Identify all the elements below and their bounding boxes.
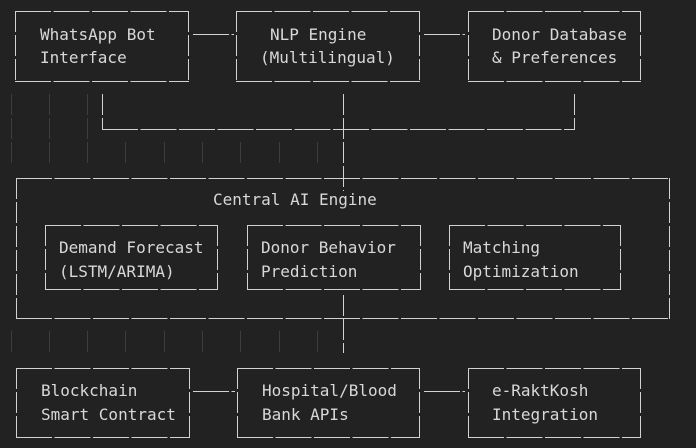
connector-merge-horizontal — [102, 129, 575, 130]
dim-tick — [125, 331, 126, 352]
dim-tick — [202, 142, 203, 163]
dim-tick — [87, 94, 88, 164]
module-label: Optimization — [463, 262, 579, 281]
dim-tick — [279, 142, 280, 163]
dim-tick — [317, 142, 318, 163]
module-donor-behavior: Donor Behavior Prediction — [247, 225, 421, 290]
node-label: Blockchain — [41, 381, 138, 400]
node-label: WhatsApp Bot — [40, 25, 156, 44]
node-label: e-RaktKosh — [492, 381, 589, 400]
node-label: Hospital/Blood — [262, 381, 397, 400]
node-label: Smart Contract — [41, 405, 176, 424]
dim-tick — [164, 142, 165, 163]
node-label: Donor Database — [492, 25, 627, 44]
dim-tick — [87, 331, 88, 352]
module-label: (LSTM/ARIMA) — [59, 262, 175, 281]
link-whatsapp-nlp — [193, 34, 234, 35]
dim-tick — [279, 331, 280, 352]
connector-engine-down — [343, 295, 344, 353]
dim-tick — [11, 331, 12, 352]
node-label: (Multilingual) — [260, 48, 395, 67]
dim-tick — [164, 331, 165, 352]
module-label: Donor Behavior — [261, 238, 396, 257]
node-label: Bank APIs — [262, 405, 349, 424]
link-nlp-donordb — [424, 34, 465, 35]
node-whatsapp-bot: WhatsApp Bot Interface — [15, 11, 189, 82]
dim-tick — [11, 94, 12, 164]
module-label: Demand Forecast — [59, 238, 204, 257]
dim-tick — [240, 142, 241, 163]
dim-tick — [49, 94, 50, 164]
dim-tick — [49, 331, 50, 352]
link-blockchain-hospital — [193, 391, 235, 392]
dim-tick — [240, 331, 241, 352]
node-donor-database: Donor Database & Preferences — [468, 11, 641, 82]
module-label: Prediction — [261, 262, 358, 281]
dim-tick — [317, 331, 318, 352]
connector-whatsapp-down — [102, 94, 103, 130]
dim-tick — [125, 142, 126, 163]
node-blockchain-smart-contract: Blockchain Smart Contract — [16, 368, 190, 438]
node-nlp-engine: NLP Engine (Multilingual) — [236, 11, 420, 82]
link-hospital-eraktkosh — [424, 391, 465, 392]
central-engine-title: Central AI Engine — [213, 190, 377, 209]
central-ai-engine-panel: Central AI Engine Demand Forecast (LSTM/… — [16, 178, 670, 319]
node-eraktkosh-integration: e-RaktKosh Integration — [468, 368, 641, 438]
node-label: Integration — [492, 405, 598, 424]
connector-donordb-down — [574, 94, 575, 130]
node-label: Interface — [40, 48, 127, 67]
node-label: & Preferences — [492, 48, 618, 67]
node-hospital-blood-bank-apis: Hospital/Blood Bank APIs — [237, 368, 420, 438]
module-label: Matching — [463, 238, 541, 257]
connector-nlp-to-engine — [343, 94, 344, 191]
module-matching-optimization: Matching Optimization — [449, 225, 621, 290]
node-label: NLP Engine — [270, 25, 367, 44]
dim-tick — [202, 331, 203, 352]
module-demand-forecast: Demand Forecast (LSTM/ARIMA) — [45, 225, 218, 290]
